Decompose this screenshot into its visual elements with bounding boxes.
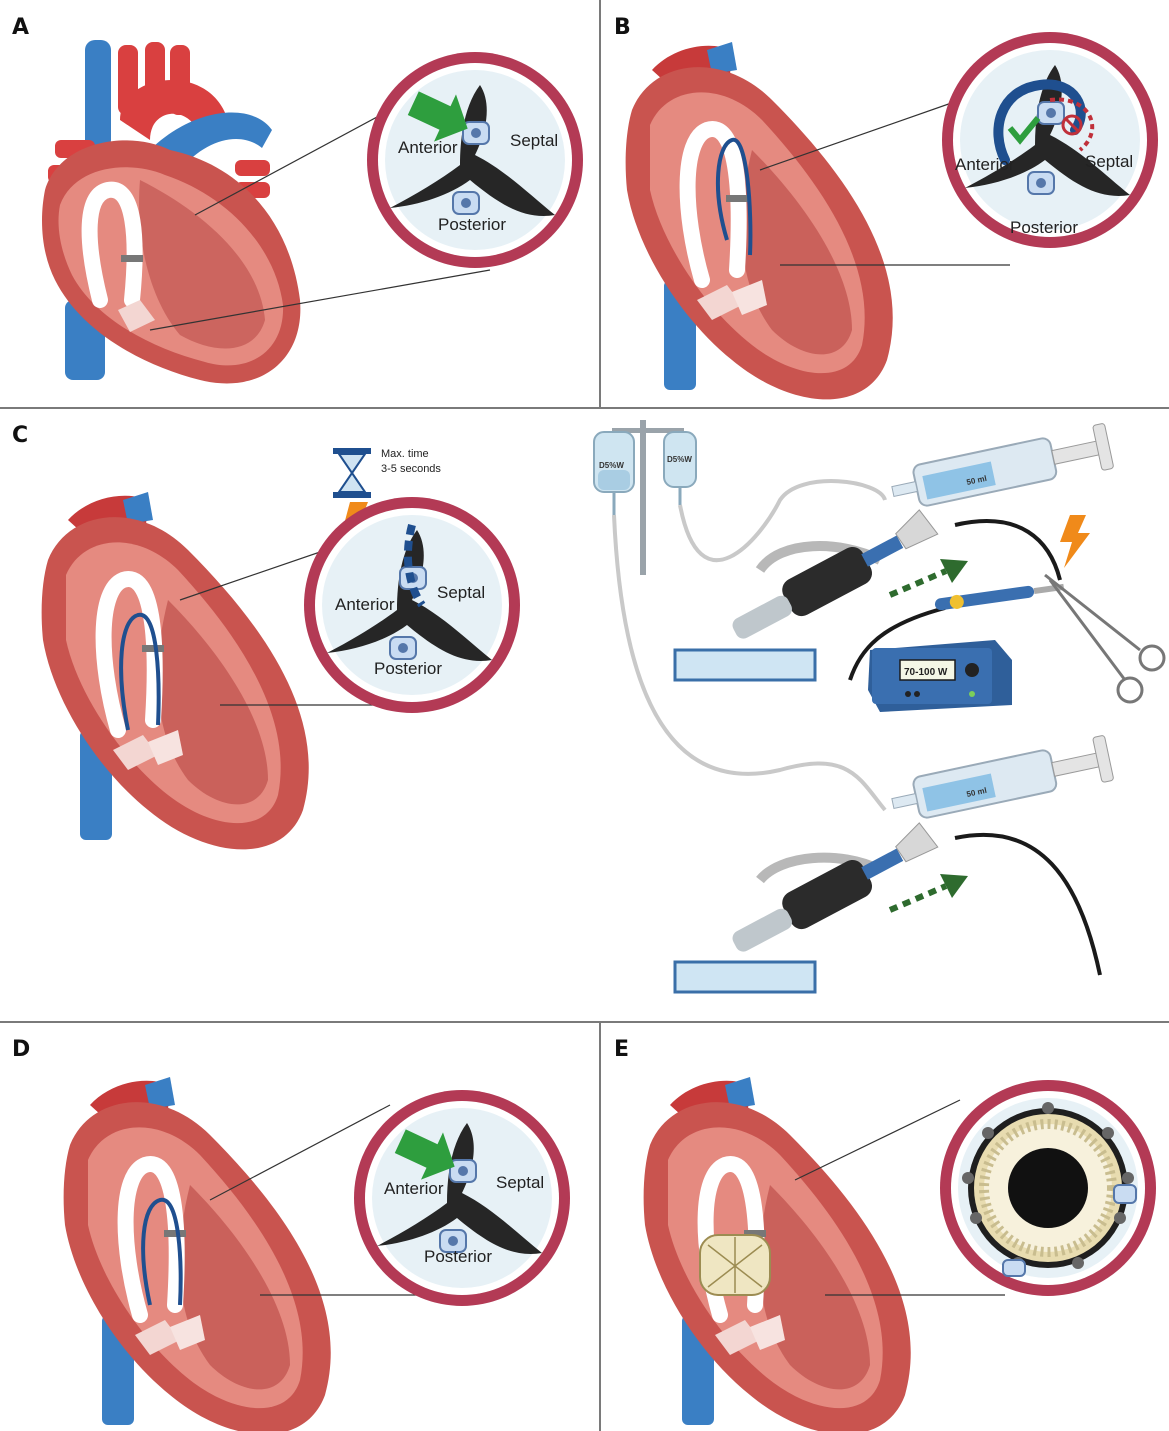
tricuspid-valve-inset-b (942, 32, 1158, 248)
heart-section-c (42, 492, 309, 849)
hourglass-icon (333, 448, 371, 498)
surgical-table-lower (675, 962, 815, 992)
heart-section-e (644, 1077, 911, 1431)
label-posterior-c: Posterior (374, 659, 442, 678)
heart-section-b (626, 42, 893, 399)
surgical-table-upper (675, 650, 815, 680)
label-anterior-a: Anterior (398, 138, 458, 157)
ablation-handle-upper (725, 508, 942, 649)
iv-bag-1-label: D5%W (599, 461, 624, 470)
panel-letter-c: C (12, 423, 28, 448)
rf-generator: 70-100 W (868, 640, 1012, 712)
label-septal-b: Septal (1085, 152, 1133, 171)
label-anterior-d: Anterior (384, 1179, 444, 1198)
iv-bag-1: D5%W (594, 432, 634, 515)
heart-section-d (64, 1077, 331, 1431)
label-posterior-b: Posterior (1010, 218, 1078, 237)
panel-d: D Anterior Septal Posterior (12, 1037, 570, 1431)
iv-bag-2: D5%W (664, 432, 696, 505)
panel-letter-b: B (614, 15, 631, 40)
panel-letter-d: D (12, 1037, 30, 1062)
panel-a: A Anterior Sept (12, 15, 583, 383)
label-septal-c: Septal (437, 583, 485, 602)
label-septal-a: Septal (510, 131, 558, 150)
lightning-icon-generator (1060, 515, 1090, 568)
panel-c: C Max. time 3-5 seconds Anterior Septal … (12, 420, 1164, 992)
tricuspid-valve-inset-d (354, 1090, 570, 1306)
timer-line-1: Max. time (381, 448, 429, 460)
syringe-lower: 50 ml (888, 735, 1114, 826)
ablation-handle-lower (725, 821, 942, 962)
generator-power-readout: 70-100 W (904, 667, 948, 678)
prosthesis-inset-e (940, 1080, 1156, 1296)
flow-arrow-upper (890, 559, 968, 595)
label-anterior-b: Anterior (955, 155, 1015, 174)
forceps-icon (1045, 575, 1164, 702)
zoom-line-e-top (795, 1100, 960, 1180)
panel-letter-a: A (12, 15, 29, 40)
label-posterior-d: Posterior (424, 1247, 492, 1266)
panel-e: E (614, 1037, 1156, 1431)
label-posterior-a: Posterior (438, 215, 506, 234)
iv-bag-2-label: D5%W (667, 455, 692, 464)
label-septal-d: Septal (496, 1173, 544, 1192)
whole-heart-illustration (42, 40, 300, 383)
flow-arrow-lower (890, 874, 968, 910)
timer-line-2: 3-5 seconds (381, 463, 441, 475)
syringe-upper: 50 ml (888, 423, 1114, 514)
tricuspid-valve-inset-a (367, 52, 583, 268)
panel-letter-e: E (614, 1037, 629, 1062)
electrode-pencil (934, 580, 1065, 612)
valve-prosthesis-icon (700, 1235, 770, 1295)
label-anterior-c: Anterior (335, 595, 395, 614)
panel-b: B Anterior Septal Posterior (614, 15, 1158, 399)
